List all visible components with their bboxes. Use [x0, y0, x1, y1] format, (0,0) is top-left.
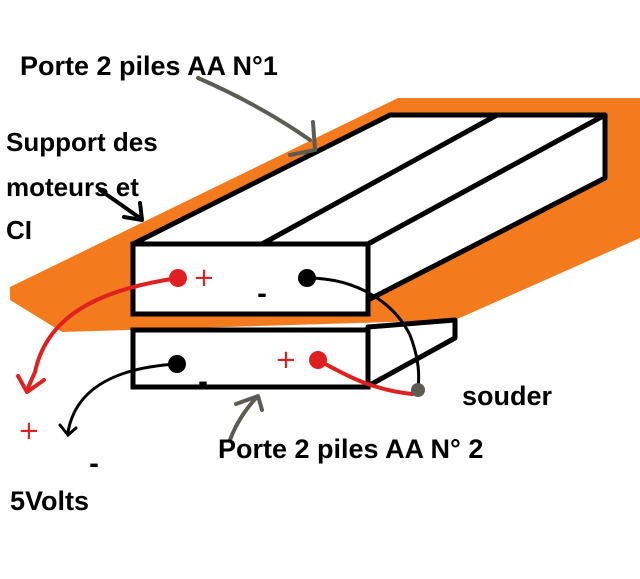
- label-voltage: 5Volts: [10, 486, 90, 516]
- plus-sign-holder-2: +: [275, 345, 297, 375]
- label-solder: souder: [462, 381, 553, 411]
- battery-separator-line: [260, 112, 499, 247]
- plus-sign-output: +: [18, 416, 40, 446]
- pointer-arrow-head-1: [288, 120, 317, 157]
- wire-plus-arrowhead: [16, 374, 46, 394]
- wire-minus-end: [58, 423, 78, 438]
- wire-minus-to-output: [66, 362, 179, 434]
- label-holder-2: Porte 2 piles AA N° 2: [218, 434, 484, 464]
- pointer-arrow-head-2: [234, 394, 264, 412]
- wire-plus2-to-solder: [316, 358, 414, 396]
- label-support-line-3: CI: [6, 215, 32, 245]
- pointer-arrow-head-support: [122, 201, 144, 222]
- wire-plus-to-output: [25, 276, 180, 392]
- minus-sign-holder-2: -: [198, 368, 208, 396]
- solder-point: [411, 383, 425, 397]
- minus-sign-holder-1: -: [257, 280, 267, 308]
- pointer-arrow-holder-2: [228, 396, 258, 442]
- pointer-arrow-support: [98, 188, 142, 220]
- label-holder-1: Porte 2 piles AA N°1: [20, 51, 278, 81]
- pointer-arrow-holder-1: [196, 76, 312, 142]
- label-support-line-1: Support des: [6, 127, 158, 157]
- label-support-line-2: moteurs et: [6, 172, 139, 202]
- minus-sign-output: -: [89, 450, 99, 478]
- wire-series-link: [305, 276, 421, 389]
- plus-sign-holder-1: +: [193, 263, 215, 293]
